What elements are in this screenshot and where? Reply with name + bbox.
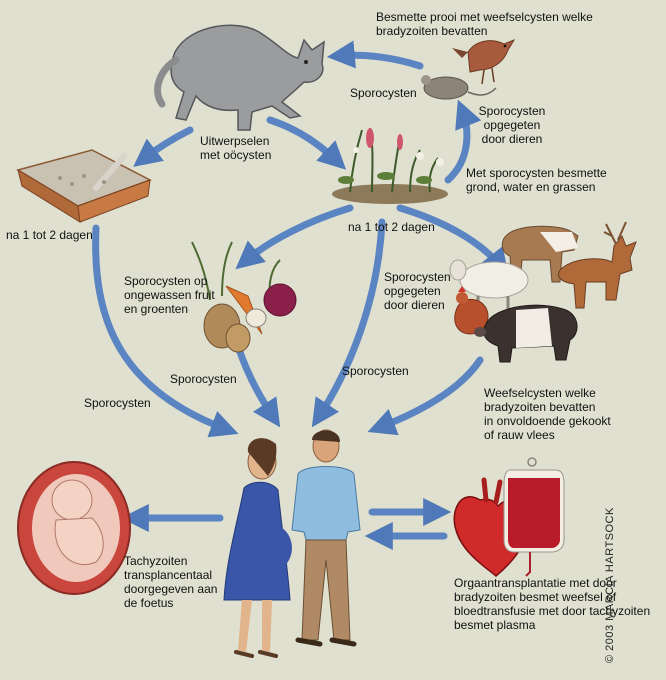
label-days-center: na 1 tot 2 dagen <box>348 220 435 234</box>
label-infected-prey: Besmette prooi met weefselcysten welke b… <box>376 10 593 38</box>
label-fetus: Tachyzoiten transplancentaal doorgegeven… <box>124 554 217 610</box>
label-sporocysts-center: Sporocysten <box>342 364 409 378</box>
arrow-ground-to-prey <box>448 110 467 180</box>
fetus-icon <box>18 462 130 594</box>
mouse-icon <box>421 75 496 99</box>
man-icon <box>292 430 360 644</box>
arrow-ground-to-animals <box>400 208 502 268</box>
copyright-text: © 2003 MARCIA HARTSOCK <box>604 507 616 663</box>
label-feces: Uitwerpselen met oöcysten <box>200 134 271 162</box>
label-sporocysts-eaten-top: Sporocysten opgegeten door dieren <box>474 104 550 146</box>
label-sporocysts-top: Sporocysten <box>350 86 417 100</box>
label-days-left: na 1 tot 2 dagen <box>6 228 93 242</box>
plants-icon <box>332 128 448 204</box>
label-ground: Met sporocysten besmette grond, water en… <box>466 166 607 194</box>
litter-box-icon <box>18 150 150 222</box>
bird-icon <box>452 40 514 84</box>
label-meat: Weefselcysten welke bradyzoiten bevatten… <box>484 386 611 442</box>
label-unwashed: Sporocysten op ongewassen fruit en groen… <box>124 274 215 316</box>
label-transplant: Orgaantransplantatie met door bradyzoite… <box>454 576 650 632</box>
pig-icon <box>474 305 577 362</box>
cat-icon <box>158 25 324 130</box>
arrow-cat-to-litter <box>142 130 190 160</box>
arrow-cat-to-ground <box>270 120 338 162</box>
arrow-ground-to-vegetables <box>244 208 350 262</box>
label-sporocysts-eaten-mid: Sporocysten opgegeten door dieren <box>384 270 451 312</box>
arrow-ground-to-human-center <box>318 222 382 418</box>
arrow-prey-to-cat <box>338 55 420 66</box>
pregnant-woman-icon <box>224 438 292 656</box>
arrow-vegetables-to-human <box>240 352 274 418</box>
label-sporocysts-left: Sporocysten <box>84 396 151 410</box>
label-sporocysts-center-left: Sporocysten <box>170 372 237 386</box>
